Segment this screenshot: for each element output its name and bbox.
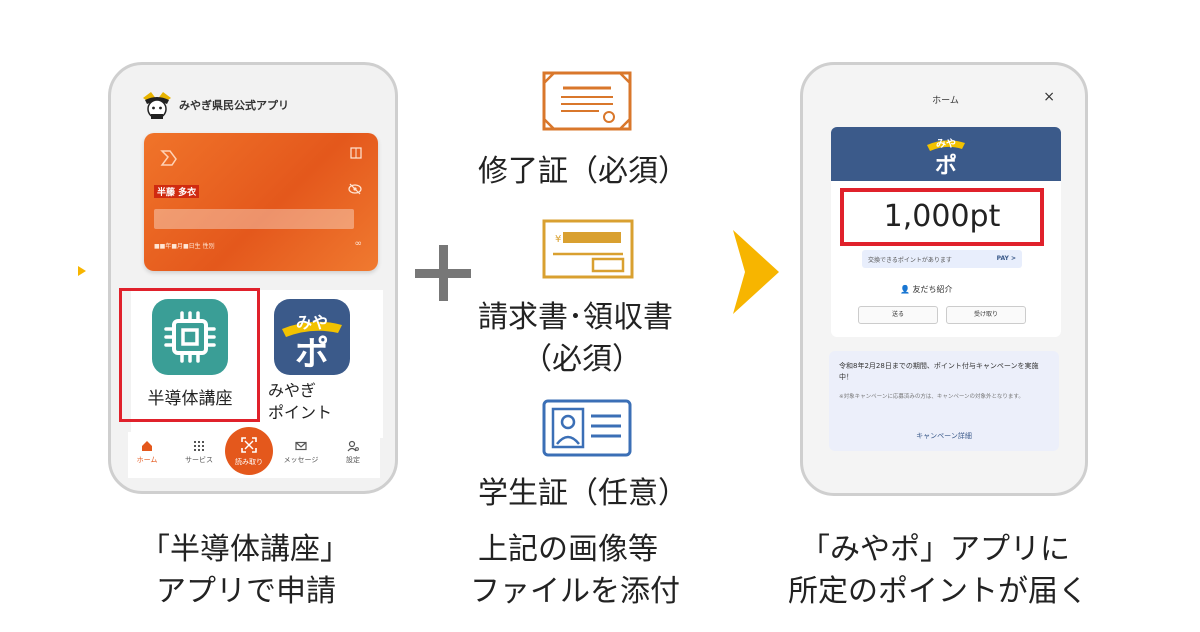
miyagi-point-label-line2: ポイント xyxy=(268,403,333,422)
plus-icon xyxy=(415,245,471,301)
scan-button[interactable]: 読み取り xyxy=(225,427,273,475)
scan-button-label: 読み取り xyxy=(235,458,263,466)
miyapo-logo-bottom: ポ xyxy=(935,153,957,179)
invoice-icon: ¥ xyxy=(542,219,634,279)
book-icon[interactable] xyxy=(350,147,362,159)
tab-services[interactable]: サービス xyxy=(176,440,222,465)
campaign-details-link[interactable]: キャンペーン詳細 xyxy=(916,432,972,440)
chip-icon xyxy=(164,311,216,363)
miyagi-point-label-line1: みやぎ xyxy=(268,381,317,400)
user-icon: 👤 xyxy=(900,285,910,294)
exchange-note[interactable]: 交換できるポイントがあります PAY > xyxy=(862,250,1022,268)
grid-icon xyxy=(194,441,204,451)
invoice-label-line1: 請求書･領収書 xyxy=(478,300,673,335)
caption-middle-line1: 上記の画像等 xyxy=(478,532,658,567)
miyagi-point-app-icon[interactable]: みや ポ xyxy=(274,299,350,375)
caption-right-line2: 所定のポイントが届く xyxy=(788,574,1088,609)
miyapo-icon-top-text: みや xyxy=(296,313,328,332)
semiconductor-app-highlight xyxy=(119,288,260,422)
miyapo-icon-bottom-text: ポ xyxy=(295,334,329,374)
exchange-note-link[interactable]: PAY > xyxy=(996,255,1016,262)
semiconductor-app-icon[interactable] xyxy=(152,299,228,375)
friend-referral-link[interactable]: 👤 友だち紹介 xyxy=(900,284,953,295)
invoice-label-line2: （必須） xyxy=(522,342,642,377)
card-holder-name: 半藤 多衣 xyxy=(154,185,200,198)
id-card-icon xyxy=(542,399,632,457)
tab-messages-label: メッセージ xyxy=(283,456,319,464)
campaign-panel: 令和8年2月28日までの期間、ポイント付与キャンペーンを実施中！ ※対象キャンペ… xyxy=(829,351,1059,451)
tab-settings-label: 設定 xyxy=(346,456,360,464)
campaign-title: 令和8年2月28日までの期間、ポイント付与キャンペーンを実施中！ xyxy=(839,362,1039,381)
tab-settings[interactable]: 設定 xyxy=(330,440,376,465)
miyapo-app-phone: ホーム × みや ポ 令和8年2月28日までの期間、ポイント付与キャンペーンを実… xyxy=(800,62,1088,496)
miyapo-logo-bar: みや ポ xyxy=(831,127,1061,181)
tab-home-label: ホーム xyxy=(136,456,158,464)
arrow-marker-icon xyxy=(78,266,86,276)
certificate-icon xyxy=(542,71,632,131)
arrow-right-icon xyxy=(733,230,779,314)
points-balance: 1,000pt xyxy=(840,188,1044,246)
send-button[interactable]: 送る xyxy=(858,306,938,324)
app-title: みやぎ県民公式アプリ xyxy=(179,99,289,112)
screen-title: ホーム xyxy=(932,96,959,106)
settings-icon xyxy=(347,440,359,452)
caption-right-line1: 「みやポ」アプリに xyxy=(800,532,1070,567)
miyapo-logo-top: みや xyxy=(936,138,956,150)
card-logo-icon xyxy=(160,150,177,166)
campaign-body: ※対象キャンペーンに応募済みの方は、キャンペーンの対象外となります。 xyxy=(839,394,1024,400)
caption-left-line1: 「半導体講座」 xyxy=(140,532,350,567)
svg-text:¥: ¥ xyxy=(555,234,561,245)
close-icon[interactable]: × xyxy=(1043,89,1055,105)
certificate-label: 修了証（必須） xyxy=(478,154,688,189)
receive-button[interactable]: 受け取り xyxy=(946,306,1026,324)
tab-home[interactable]: ホーム xyxy=(124,440,170,465)
mascot-icon xyxy=(143,92,171,119)
miyagi-point-app-label: みやぎ ポイント xyxy=(268,380,368,424)
scan-icon xyxy=(241,437,257,453)
home-icon xyxy=(142,441,152,451)
tab-services-label: サービス xyxy=(185,456,213,464)
caption-middle-line2: ファイルを添付 xyxy=(470,574,680,609)
card-birthdate: ■■年■月■日生 性別 xyxy=(154,243,215,250)
tab-messages[interactable]: メッセージ xyxy=(278,440,324,465)
miyapo-logo-icon: みや ポ xyxy=(927,138,965,179)
caption-left-line2: アプリで申請 xyxy=(156,574,336,609)
semiconductor-app-label: 半導体講座 xyxy=(147,389,233,409)
friend-referral-label: 友だち紹介 xyxy=(912,285,953,294)
card-number-field xyxy=(154,209,354,229)
miyapo-icon: みや ポ xyxy=(282,313,342,374)
app-header: みやぎ県民公式アプリ xyxy=(141,90,289,120)
student-id-label: 学生証（任意） xyxy=(478,476,688,511)
eye-off-icon[interactable] xyxy=(348,183,362,195)
mail-icon xyxy=(295,441,307,451)
exchange-note-text: 交換できるポイントがあります xyxy=(868,257,952,264)
resident-card[interactable]: 半藤 多衣 ■■年■月■日生 性別 ∞ xyxy=(144,133,378,271)
link-icon[interactable]: ∞ xyxy=(354,239,363,249)
